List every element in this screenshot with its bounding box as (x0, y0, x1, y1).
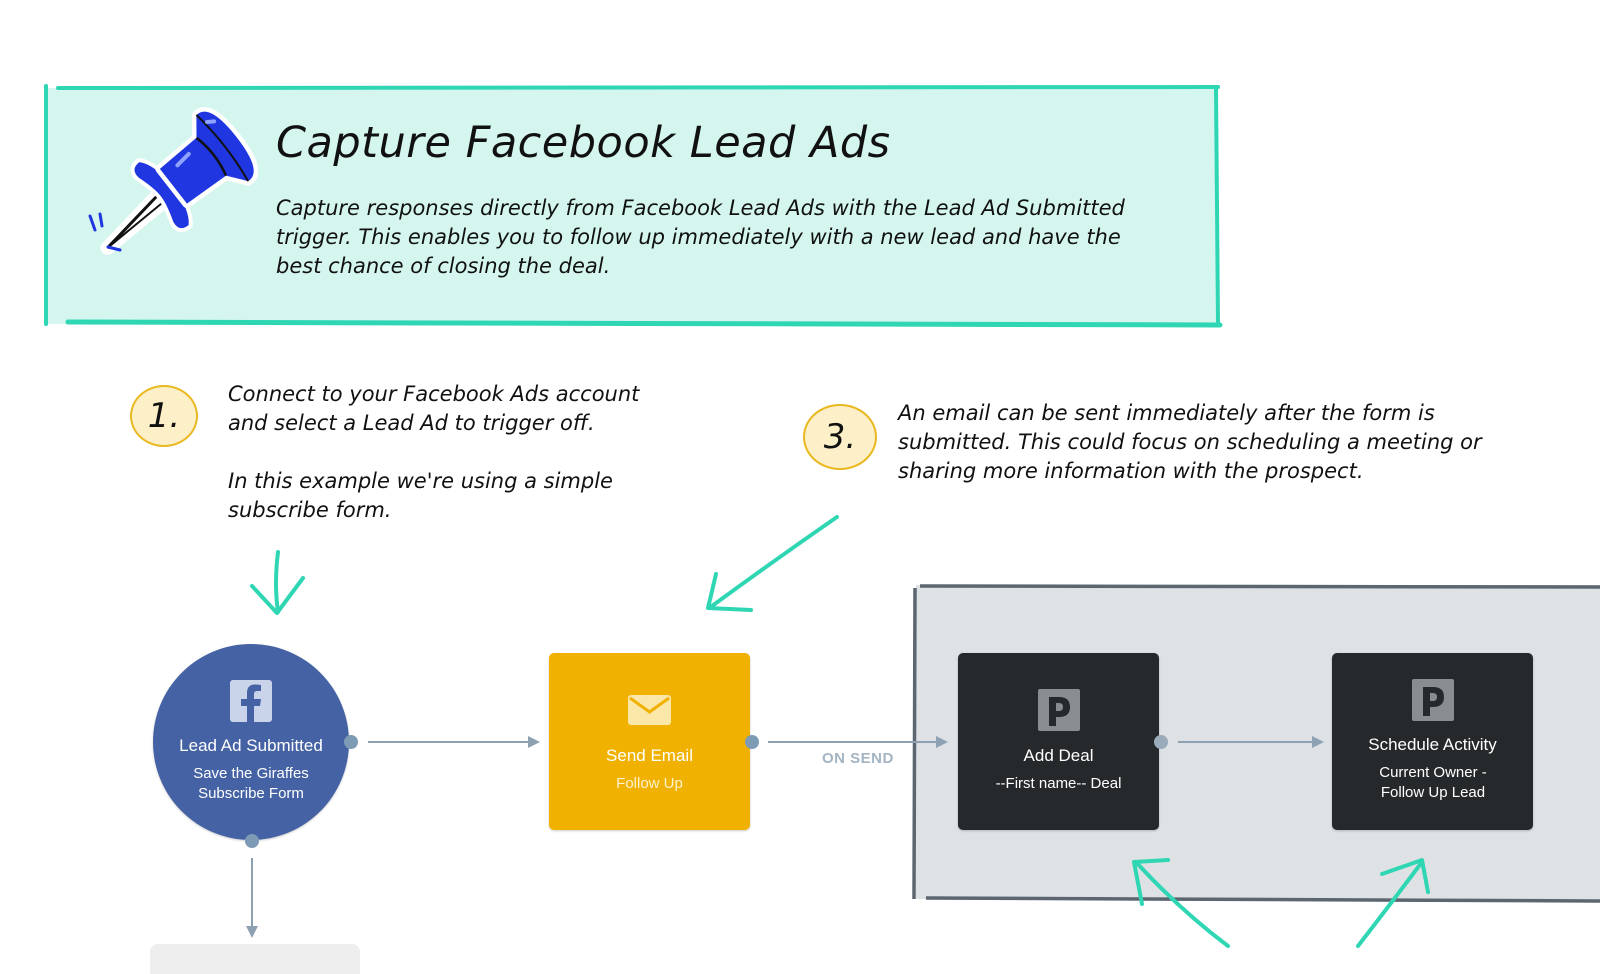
step-1-line-2: In this example we're using a simple sub… (228, 469, 613, 522)
node-schedule-activity[interactable]: Schedule Activity Current Owner - Follow… (1332, 653, 1533, 830)
pipedrive-icon (1412, 679, 1454, 721)
node-schedule-activity-subtitle: Current Owner - Follow Up Lead (1379, 764, 1487, 801)
node-add-deal-title: Add Deal (1023, 746, 1094, 765)
node-send-email[interactable]: Send Email Follow Up (549, 653, 750, 830)
node-add-deal-subtitle: --First name-- Deal (995, 775, 1122, 792)
step-1-arrow (250, 550, 305, 615)
add-deal-output-port[interactable] (1154, 735, 1168, 749)
lead-ad-output-port[interactable] (344, 735, 358, 749)
node-schedule-activity-title: Schedule Activity (1368, 735, 1497, 754)
banner-description: Capture responses directly from Facebook… (276, 196, 1125, 278)
banner-title: Capture Facebook Lead Ads (276, 118, 891, 168)
node-lead-ad-submitted[interactable]: Lead Ad Submitted Save the Giraffes Subs… (153, 644, 349, 840)
node-add-deal[interactable]: Add Deal --First name-- Deal (958, 653, 1159, 830)
next-node-partial[interactable] (150, 944, 360, 974)
step-3-arrow (706, 515, 839, 612)
edge-label-on-send: ON SEND (822, 750, 894, 767)
step-1-line-1: Connect to your Facebook Ads account and… (228, 382, 640, 435)
facebook-icon (230, 680, 272, 722)
node-lead-ad-title: Lead Ad Submitted (179, 736, 323, 755)
step-3-badge: 3. (803, 404, 877, 470)
node-send-email-title: Send Email (606, 746, 693, 765)
envelope-icon (628, 695, 671, 725)
pipedrive-icon (1038, 689, 1080, 731)
step-3-text: An email can be sent immediately after t… (898, 401, 1482, 483)
node-send-email-subtitle: Follow Up (616, 775, 683, 792)
lead-ad-bottom-port[interactable] (245, 834, 259, 848)
step-1-badge: 1. (130, 385, 198, 447)
send-email-output-port[interactable] (745, 735, 759, 749)
step-1-text: Connect to your Facebook Ads account and… (228, 380, 658, 525)
node-lead-ad-subtitle: Save the Giraffes Subscribe Form (193, 765, 309, 802)
